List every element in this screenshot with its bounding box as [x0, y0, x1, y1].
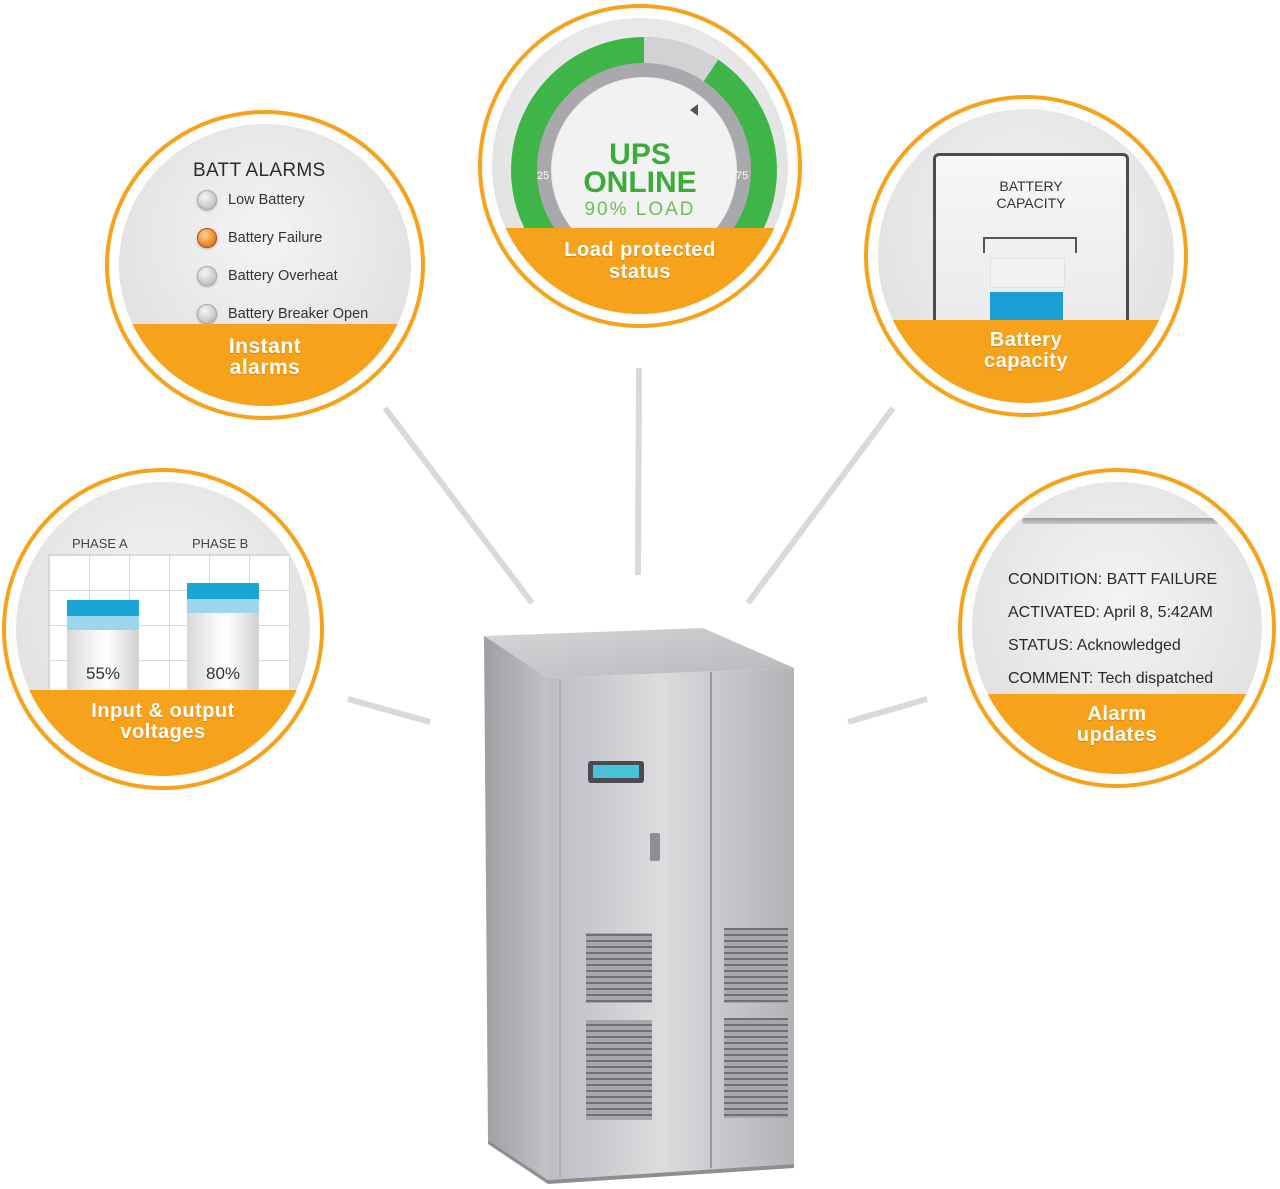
gauge-tick-low: 25: [537, 170, 550, 182]
alarm-row-low-battery: Low Battery: [197, 187, 305, 213]
instant-alarms-panel: BATT ALARMS Low Battery Battery Failure …: [119, 124, 411, 406]
load-status-bubble: 25 75 UPS ONLINE 90% LOAD Load protected…: [478, 4, 802, 328]
ups-lcd-screen: [593, 765, 639, 778]
alarm-row-battery-overheat: Battery Overheat: [197, 263, 338, 289]
alarm-indicator-icon: [197, 304, 217, 324]
phase-a-bar: 55%: [67, 600, 139, 692]
instant-alarms-caption: Instant alarms: [119, 324, 411, 406]
alarm-label: Low Battery: [228, 192, 305, 208]
connector-load: [635, 367, 642, 576]
alarm-comment: COMMENT: Tech dispatched: [1008, 670, 1214, 687]
online-label: ONLINE: [583, 166, 697, 199]
battery-capacity-panel: BATTERY CAPACITY Battery capacity: [878, 109, 1174, 403]
battery-capacity-title: BATTERY CAPACITY: [936, 178, 1126, 212]
battery-title-line-1: BATTERY: [999, 178, 1063, 194]
phase-b-bar: 80%: [187, 583, 259, 692]
connector-voltages: [347, 696, 431, 725]
gauge-tick-high: 75: [736, 170, 749, 182]
alarm-label: Battery Failure: [228, 230, 323, 246]
load-status-panel: 25 75 UPS ONLINE 90% LOAD Load protected…: [492, 18, 788, 314]
battery-capacity-bubble: BATTERY CAPACITY Battery capacity: [864, 95, 1188, 417]
alarm-indicator-active-icon: [197, 228, 217, 248]
ups-cabinet-image: [484, 628, 794, 1184]
voltages-caption: Input & output voltages: [16, 690, 310, 776]
ups-label: UPS: [609, 138, 671, 171]
alarm-label: Battery Overheat: [228, 268, 338, 284]
connector-alarms: [382, 406, 535, 605]
caption-line-2: voltages: [120, 721, 206, 743]
connector-battery: [745, 406, 896, 605]
battery-terminal-icon: [983, 237, 1077, 253]
caption-line-1: Alarm: [1087, 703, 1147, 725]
caption-line-2: status: [609, 261, 671, 283]
alarm-label: Battery Breaker Open: [228, 306, 369, 322]
ups-vent: [586, 933, 652, 1003]
voltages-panel: PHASE A PHASE B 55% 80% Input & output v…: [16, 482, 310, 776]
batt-alarms-title: BATT ALARMS: [193, 160, 326, 181]
alarm-row-battery-breaker-open: Battery Breaker Open: [197, 301, 368, 327]
battery-title-line-2: CAPACITY: [996, 195, 1066, 211]
alarm-updates-bubble: CONDITION: BATT FAILURE ACTIVATED: April…: [958, 468, 1276, 788]
battery-segment-empty: [990, 258, 1065, 288]
alarm-updates-caption: Alarm updates: [972, 694, 1262, 774]
alarm-condition: CONDITION: BATT FAILURE: [1008, 571, 1218, 588]
phase-a-value: 55%: [85, 664, 121, 683]
alarm-indicator-icon: [197, 266, 217, 286]
connector-updates: [847, 696, 928, 725]
caption-line-1: Battery: [989, 329, 1063, 351]
alarm-updates-header-bar: [1022, 518, 1222, 524]
caption-line-2: updates: [1076, 724, 1158, 746]
caption-line-2: capacity: [983, 350, 1069, 372]
ups-vent: [724, 928, 788, 1003]
phase-a-label: PHASE A: [72, 536, 128, 551]
battery-segment-filled: [990, 292, 1063, 320]
phase-b-value: 80%: [205, 664, 241, 683]
battery-capacity-caption: Battery capacity: [878, 320, 1174, 403]
alarm-indicator-icon: [197, 190, 217, 210]
alarm-row-battery-failure: Battery Failure: [197, 225, 322, 251]
caption-line-1: Instant: [228, 335, 302, 358]
load-percent-label: 90% LOAD: [584, 199, 696, 220]
load-gauge: [511, 36, 777, 303]
gauge-pointer-icon: [690, 104, 698, 116]
alarm-activated: ACTIVATED: April 8, 5:42AM: [1008, 604, 1213, 621]
phase-b-label: PHASE B: [192, 536, 249, 551]
ups-vent: [724, 1018, 788, 1118]
instant-alarms-bubble: BATT ALARMS Low Battery Battery Failure …: [105, 110, 425, 420]
ups-vent: [586, 1020, 652, 1120]
alarm-status: STATUS: Acknowledged: [1008, 637, 1181, 654]
voltages-bubble: PHASE A PHASE B 55% 80% Input & output v…: [2, 468, 324, 790]
load-status-caption: Load protected status: [492, 228, 788, 314]
caption-line-2: alarms: [229, 356, 301, 379]
alarm-updates-panel: CONDITION: BATT FAILURE ACTIVATED: April…: [972, 482, 1262, 774]
caption-line-1: Input & output: [91, 700, 235, 722]
caption-line-1: Load protected: [564, 239, 716, 261]
